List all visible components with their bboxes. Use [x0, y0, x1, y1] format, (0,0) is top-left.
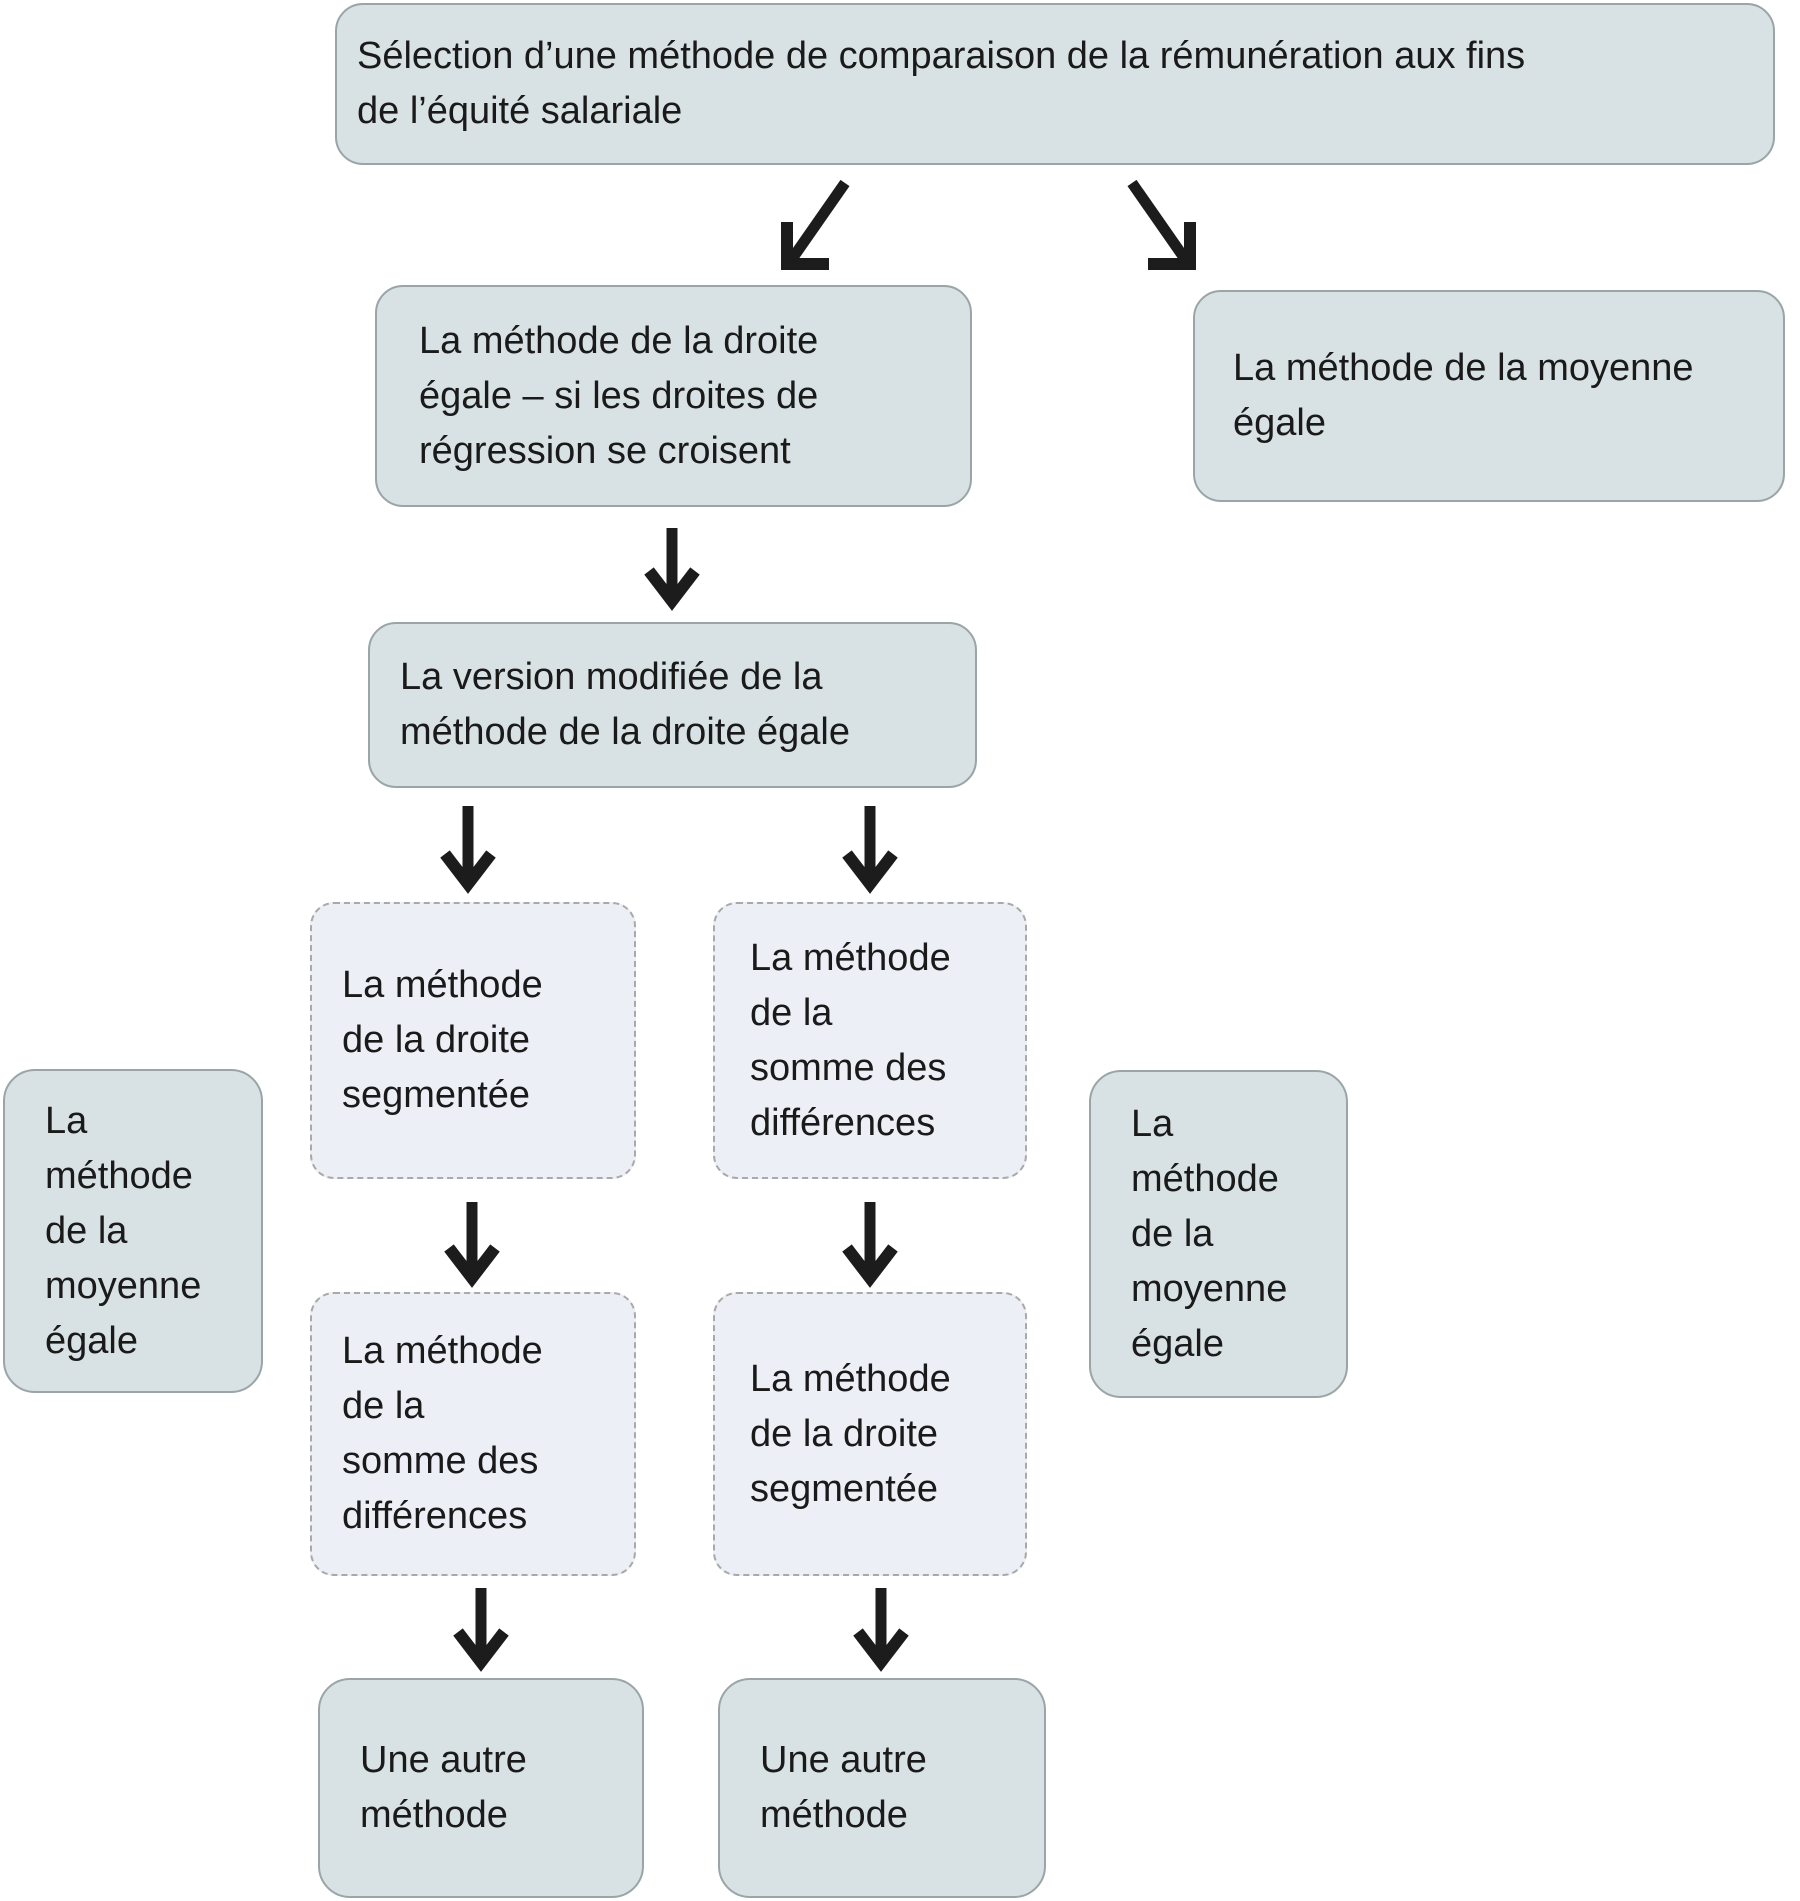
node-moyenne-egale-right-label: La méthode de la moyenne égale: [1131, 1102, 1288, 1365]
node-somme-differences-2-label: La méthode de la somme des différences: [342, 1330, 543, 1537]
node-moyenne-egale-top: La méthode de la moyenne égale: [1193, 290, 1785, 502]
node-moyenne-egale-left-label: La méthode de la moyenne égale: [45, 1099, 202, 1362]
node-autre-methode-1: Une autre méthode: [318, 1678, 644, 1898]
arrow-down-icon: [644, 528, 700, 611]
node-version-modifiee-label: La version modifiée de la méthode de la …: [400, 656, 850, 753]
node-droite-egale-label: La méthode de la droite égale – si les d…: [419, 319, 819, 472]
node-title-label: Sélection d’une méthode de comparaison d…: [357, 35, 1526, 132]
node-title-selection-methode: Sélection d’une méthode de comparaison d…: [335, 3, 1775, 165]
node-droite-segmentee-2-label: La méthode de la droite segmentée: [750, 1357, 951, 1510]
node-version-modifiee: La version modifiée de la méthode de la …: [368, 622, 977, 788]
node-droite-egale: La méthode de la droite égale – si les d…: [375, 285, 972, 507]
arrow-down-icon: [853, 1588, 909, 1672]
node-droite-segmentee-1: La méthode de la droite segmentée: [310, 902, 636, 1179]
arrow-down-left-icon: [781, 179, 850, 270]
node-somme-differences-2: La méthode de la somme des différences: [310, 1292, 636, 1576]
node-moyenne-egale-right: La méthode de la moyenne égale: [1089, 1070, 1348, 1398]
node-autre-methode-2-label: Une autre méthode: [760, 1739, 927, 1836]
node-moyenne-egale-top-label: La méthode de la moyenne égale: [1233, 347, 1694, 444]
node-autre-methode-1-label: Une autre méthode: [360, 1739, 527, 1836]
arrow-down-icon: [444, 1202, 500, 1288]
node-somme-differences-1: La méthode de la somme des différences: [713, 902, 1027, 1179]
arrow-down-right-icon: [1127, 179, 1196, 270]
arrow-down-icon: [453, 1588, 509, 1672]
node-somme-differences-1-label: La méthode de la somme des différences: [750, 936, 951, 1144]
node-autre-methode-2: Une autre méthode: [718, 1678, 1046, 1898]
node-droite-segmentee-1-label: La méthode de la droite segmentée: [342, 964, 543, 1116]
node-droite-segmentee-2: La méthode de la droite segmentée: [713, 1292, 1027, 1576]
arrow-down-icon: [440, 806, 496, 894]
arrow-down-icon: [842, 806, 898, 894]
node-moyenne-egale-left: La méthode de la moyenne égale: [3, 1069, 263, 1393]
arrow-down-icon: [842, 1202, 898, 1288]
